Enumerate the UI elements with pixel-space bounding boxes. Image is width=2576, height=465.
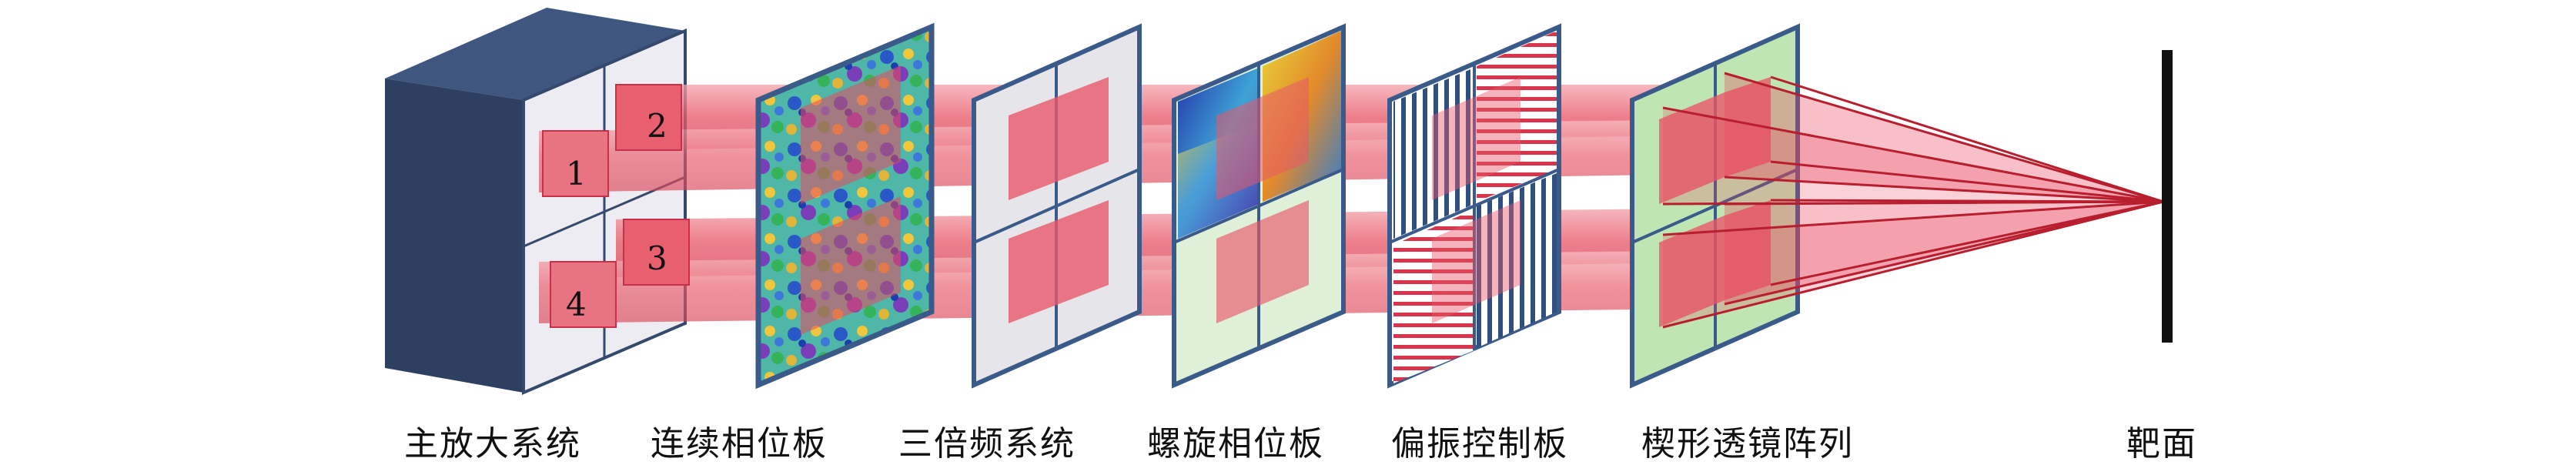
- beam-number-2: 2: [647, 107, 667, 145]
- label-frequency-tripler: 三倍频系统: [898, 424, 1076, 463]
- beam-number-4: 4: [566, 286, 587, 323]
- beam-number-3: 3: [647, 239, 667, 277]
- spiral-phase-plate: [1172, 23, 1346, 389]
- target-plane: [2162, 50, 2173, 343]
- beam-cap-2: [615, 84, 682, 151]
- beam-cap-4: [550, 261, 617, 328]
- beam-number-1: 1: [566, 155, 587, 192]
- continuous-phase-plate: [755, 22, 935, 390]
- beam-upper-front: [539, 119, 1755, 192]
- label-spiral-phase-plate: 螺旋相位板: [1147, 424, 1324, 463]
- beam-lower-front: [539, 250, 1755, 323]
- label-wedge-lens-array: 楔形透镜阵列: [1641, 424, 1854, 463]
- frequency-tripler: [972, 23, 1142, 389]
- amplifier-top-face: [385, 8, 685, 100]
- focusing-rays: [1662, 72, 2164, 329]
- polarization-control-plate: [1387, 23, 1561, 389]
- label-continuous-phase-plate: 连续相位板: [651, 424, 828, 463]
- label-polarization-control-plate: 偏振控制板: [1391, 424, 1568, 463]
- amplifier-side-face: [385, 79, 524, 393]
- label-main-amplifier: 主放大系统: [404, 424, 581, 463]
- main-amplifier: [385, 8, 687, 396]
- beam-paths: [539, 85, 1755, 323]
- wedge-lens-array: [1630, 23, 1800, 389]
- label-target-plane: 靶面: [2126, 424, 2197, 463]
- beam-cap-1: [542, 130, 609, 197]
- beam-entry-caps: 1 2 3 4: [542, 84, 690, 328]
- beam-cap-3: [623, 219, 690, 286]
